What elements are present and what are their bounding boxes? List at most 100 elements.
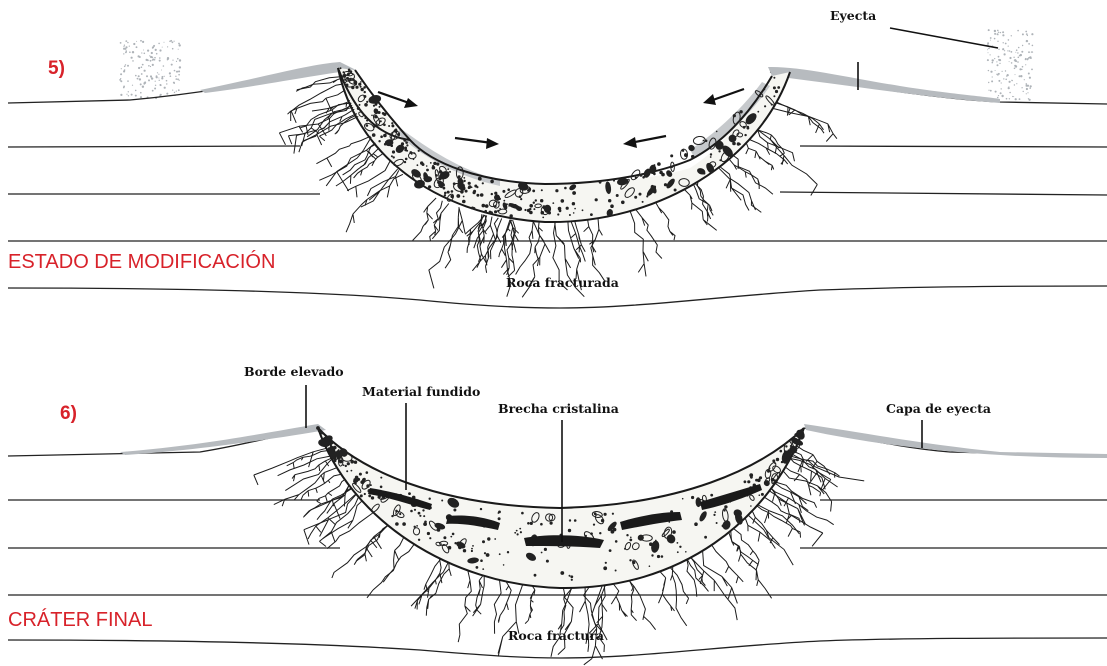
- ejecta-particle: [179, 59, 181, 61]
- breccia-particle: [498, 517, 501, 520]
- breccia-particle: [326, 446, 328, 448]
- breccia-particle: [408, 492, 411, 495]
- breccia-particle: [613, 179, 615, 181]
- breccia-particle: [353, 479, 357, 483]
- ejecta-layer-left: [120, 424, 326, 455]
- ejecta-particle: [179, 66, 181, 68]
- ejecta-particle: [1013, 96, 1014, 97]
- ejecta-particle: [998, 95, 999, 96]
- ejecta-particle: [138, 67, 140, 69]
- breccia-particle: [621, 201, 625, 205]
- fracture-line: [773, 108, 837, 141]
- breccia-particle: [503, 564, 505, 566]
- breccia-particle: [391, 122, 393, 124]
- breccia-particle: [757, 479, 761, 483]
- ejecta-particle: [1016, 83, 1017, 84]
- fracture-line: [758, 130, 785, 156]
- rock-fragment: [715, 141, 723, 150]
- ejecta-particle: [144, 70, 146, 72]
- breccia-particle: [471, 207, 474, 210]
- ejecta-particle: [127, 42, 128, 43]
- fracture-line: [346, 174, 403, 232]
- ejecta-particle: [137, 78, 139, 80]
- breccia-particle: [739, 110, 742, 113]
- breccia-particle: [670, 154, 673, 157]
- ejecta-particle: [155, 81, 156, 82]
- breccia-particle: [677, 542, 679, 544]
- ejecta-particle: [169, 72, 171, 74]
- breccia-particle: [642, 201, 644, 203]
- breccia-particle: [710, 494, 713, 497]
- ejecta-particle: [1017, 52, 1018, 53]
- breccia-particle: [441, 500, 443, 502]
- breccia-particle: [716, 522, 718, 524]
- breccia-particle: [361, 88, 364, 91]
- fracture-line: [797, 446, 830, 475]
- ejecta-particle: [1015, 98, 1017, 100]
- breccia-particle: [574, 208, 576, 210]
- ejecta-particle: [1019, 75, 1021, 77]
- breccia-particle: [510, 214, 513, 217]
- ejecta-particle: [988, 29, 990, 31]
- breccia-particle: [451, 190, 454, 193]
- breccia-particle: [371, 115, 373, 117]
- ejecta-particle: [150, 66, 151, 67]
- ejecta-particle: [997, 64, 999, 66]
- breccia-particle: [338, 449, 340, 451]
- ejecta-particle: [995, 91, 997, 93]
- ejecta-particle: [135, 95, 137, 97]
- ejecta-particle: [997, 75, 998, 76]
- breccia-particle: [679, 546, 681, 548]
- breccia-particle: [482, 540, 485, 543]
- ejecta-particle: [138, 75, 140, 77]
- ejecta-particle: [178, 43, 180, 45]
- ejecta-particle: [1008, 87, 1010, 89]
- breccia-particle: [535, 199, 537, 201]
- ejecta-particle: [141, 73, 143, 75]
- ejecta-particle: [177, 71, 178, 72]
- breccia-particle: [482, 182, 484, 184]
- ejecta-particle: [997, 97, 999, 99]
- ejecta-particle: [152, 46, 154, 48]
- breccia-particle: [646, 195, 648, 197]
- breccia-particle: [649, 542, 653, 546]
- breccia-particle: [657, 162, 661, 166]
- breccia-particle: [733, 114, 736, 117]
- breccia-particle: [487, 537, 490, 540]
- breccia-particle: [724, 509, 726, 511]
- ejecta-spray-left: [119, 40, 181, 99]
- breccia-particle: [744, 134, 746, 136]
- ejecta-particle: [1014, 60, 1016, 62]
- ejecta-particle: [158, 78, 159, 79]
- breccia-particle: [380, 477, 382, 479]
- breccia-particle: [540, 523, 543, 526]
- breccia-particle: [404, 161, 406, 163]
- ejecta-particle: [129, 46, 130, 47]
- ejecta-particle: [140, 83, 142, 85]
- breccia-particle: [541, 189, 543, 191]
- breccia-particle: [446, 171, 449, 174]
- ejecta-particle: [172, 48, 174, 50]
- ejecta-particle: [131, 57, 133, 59]
- breccia-particle: [443, 536, 446, 539]
- breccia-particle: [380, 486, 383, 489]
- ejecta-particle: [987, 49, 988, 50]
- label-breccia: Brecha cristalina: [498, 401, 619, 416]
- fracture-line: [589, 218, 604, 281]
- breccia-particle: [708, 163, 710, 165]
- breccia-particle: [494, 210, 497, 213]
- breccia-particle: [440, 171, 442, 173]
- ejecta-particle: [128, 91, 129, 92]
- ejecta-particle: [1029, 87, 1031, 89]
- breccia-particle: [406, 144, 408, 146]
- ejecta-particle: [996, 61, 997, 62]
- ejecta-particle: [998, 49, 999, 50]
- fracture-line: [319, 143, 376, 180]
- ejecta-particle: [1032, 45, 1034, 47]
- breccia-particle: [502, 190, 505, 193]
- breccia-particle: [340, 67, 342, 69]
- breccia-particle: [339, 457, 341, 459]
- breccia-particle: [423, 515, 425, 517]
- breccia-particle: [503, 200, 505, 202]
- ejecta-particle: [140, 40, 142, 42]
